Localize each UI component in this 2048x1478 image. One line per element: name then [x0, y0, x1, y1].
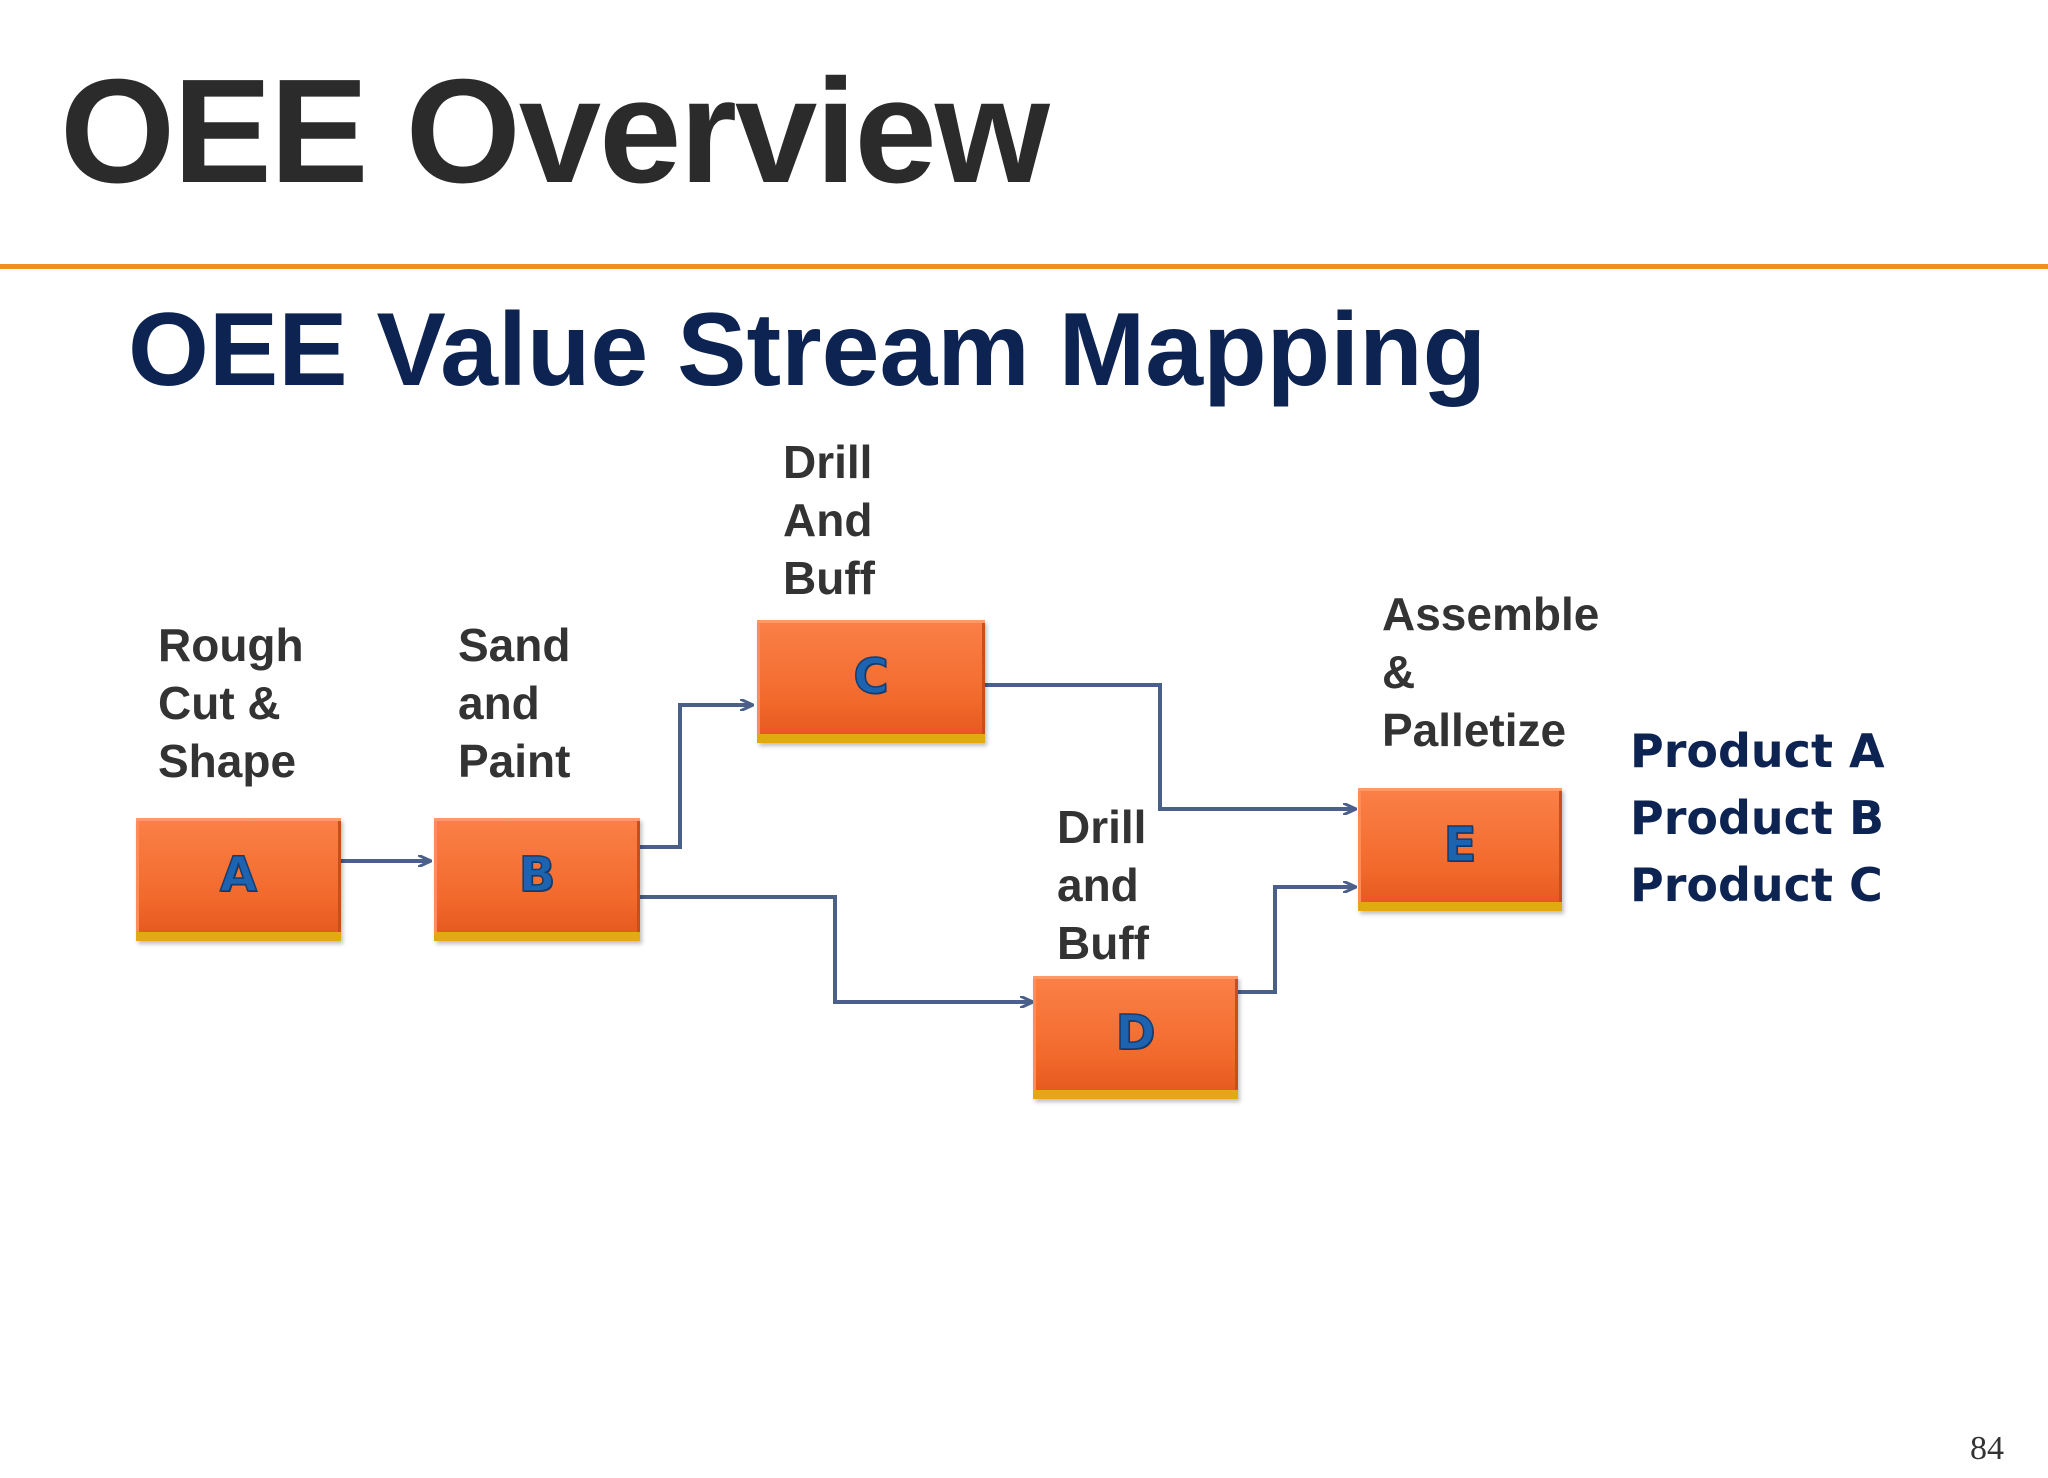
step-b-label-line: and — [458, 677, 540, 729]
flow-d-to-e — [1236, 887, 1355, 994]
flow-b-to-d — [640, 895, 1032, 1002]
step-d-label-line: and — [1057, 859, 1139, 911]
step-e-label-line: Palletize — [1382, 704, 1567, 756]
flow-c-to-e — [985, 683, 1355, 809]
step-a-label: Rough Cut & Shape — [158, 616, 304, 790]
step-b-label-line: Sand — [458, 619, 571, 671]
step-a-label-line: Rough — [158, 619, 304, 671]
process-box-d-letter: D — [1115, 1004, 1156, 1062]
step-d-label: Drill and Buff — [1057, 798, 1149, 972]
step-c-label: Drill And Buff — [783, 433, 875, 607]
step-b-label: Sand and Paint — [458, 616, 570, 790]
process-box-b: B — [434, 818, 640, 941]
process-box-a: A — [136, 818, 341, 941]
product-item: Product C — [1630, 858, 1883, 912]
step-d-label-line: Buff — [1057, 917, 1149, 969]
product-list: Product A Product B Product C — [1630, 718, 1885, 919]
step-e-label-line: Assemble — [1382, 588, 1600, 640]
flow-b-to-c — [638, 705, 752, 849]
step-e-label-line: & — [1382, 646, 1416, 698]
process-box-e: E — [1358, 788, 1562, 911]
product-item: Product B — [1630, 791, 1885, 845]
step-a-label-line: Shape — [158, 735, 297, 787]
process-box-c-letter: C — [853, 648, 890, 706]
step-c-label-line: Drill — [783, 436, 873, 488]
step-c-label-line: Buff — [783, 552, 875, 604]
title-divider — [0, 264, 2048, 269]
step-b-label-line: Paint — [458, 735, 571, 787]
step-d-label-line: Drill — [1057, 801, 1147, 853]
slide-title: OEE Overview — [60, 49, 1050, 214]
step-e-label: Assemble & Palletize — [1382, 585, 1599, 759]
process-box-e-letter: E — [1443, 816, 1477, 874]
step-a-label-line: Cut & — [158, 677, 281, 729]
process-box-b-letter: B — [518, 846, 556, 904]
slide-subtitle: OEE Value Stream Mapping — [128, 292, 1487, 408]
step-c-label-line: And — [783, 494, 873, 546]
process-box-c: C — [757, 620, 985, 743]
process-box-d: D — [1033, 976, 1238, 1099]
process-box-a-letter: A — [219, 846, 258, 904]
product-item: Product A — [1630, 724, 1885, 778]
page-number: 84 — [1970, 1430, 2004, 1467]
